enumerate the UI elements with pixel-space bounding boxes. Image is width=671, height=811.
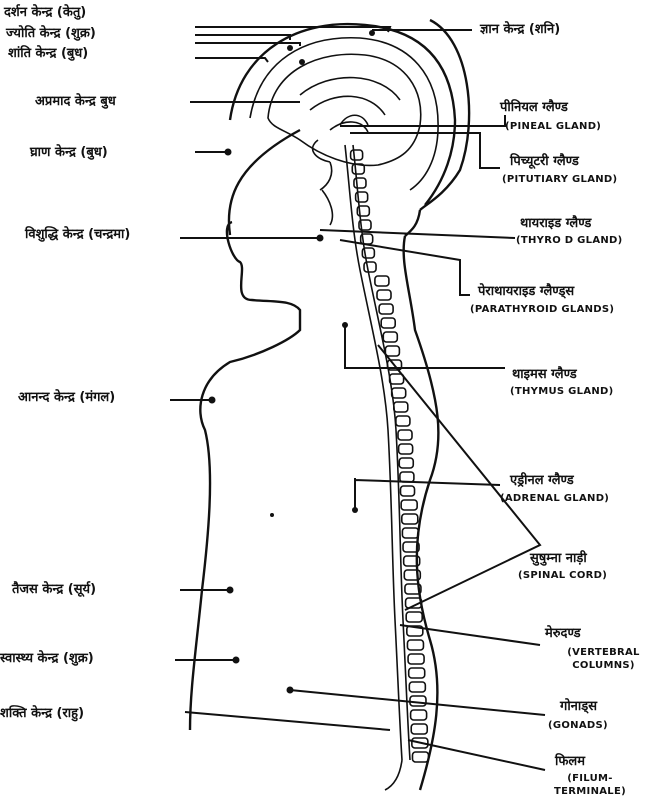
label-darshan-kendra: दर्शन केन्द्र (केतु) [4,6,86,19]
label-shanti-kendra: शांति केन्द्र (बुध) [8,47,88,60]
label-vertebral-hi: मेरुदण्ड [545,627,581,640]
label-vertebral-en: (VERTEBRAL COLUMNS) [546,647,661,672]
label-thyroid-hi: थायराइड ग्लैण्ड [520,217,591,230]
label-anand-kendra: आनन्द केन्द्र (मंगल) [18,391,115,404]
vertebra [385,346,399,356]
label-pineal-hi: पीनियल ग्लैण्ड [500,101,568,114]
vertebra [411,710,427,720]
vertebra [377,290,391,300]
vertebra [364,262,376,272]
vertebra [392,388,406,398]
vertebra [402,514,418,524]
vertebra [401,500,417,510]
label-adrenal-en: (ADRENAL GLAND) [500,494,609,504]
vertebra [351,150,363,160]
label-ghran-kendra: घ्राण केन्द्र (बुध) [30,146,108,159]
vertebra [402,528,418,538]
label-pineal-en: (PINEAL GLAND) [505,122,601,132]
spinal-cord [345,145,402,760]
face-detail [313,140,333,225]
vertebra [409,668,425,678]
label-apramad-kendra: अप्रमाद केन्द्र बुध [35,95,116,108]
label-jyoti-kendra: ज्योति केन्द्र (शुक्र) [6,27,96,40]
filum-tail [385,760,402,790]
label-adrenal-hi: एड्रीनल ग्लैण्ड [510,474,574,487]
vertebra [383,332,397,342]
label-pituitary-en: (PITUTIARY GLAND) [502,175,617,185]
label-parathyroid-hi: पेराथायराइड ग्लैण्ड्स [478,285,574,298]
vertebra [399,458,413,468]
label-gonads-hi: गोनाड्स [560,700,597,713]
label-vishuddhi-kendra: विशुद्धि केन्द्र (चन्द्रमा) [25,228,130,241]
vertebra [411,724,427,734]
skull-inner [250,38,438,190]
label-thymus-hi: थाइमस ग्लैण्ड [512,368,577,381]
vertebra [394,402,408,412]
label-swasthya-kendra: स्वास्थ्य केन्द्र (शुक्र) [0,652,94,665]
vertebra [375,276,389,286]
back-outline [404,236,439,790]
brain [268,54,421,165]
label-spinal-hi: सुषुम्ना नाड़ी [530,552,587,565]
vertebra [399,444,413,454]
label-parathyroid-en: (PARATHYROID GLANDS) [470,305,614,315]
label-gonads-en: (GONADS) [548,721,608,731]
vertebra [409,682,425,692]
vertebra [398,430,412,440]
vertebra [396,416,410,426]
label-filum-hi: फिलम [555,755,585,768]
vertebra [406,612,422,622]
label-thymus-en: (THYMUS GLAND) [510,387,614,397]
label-pituitary-hi: पिच्यूटरी ग्लैण्ड [510,155,579,168]
spinal-cord-2 [353,145,410,760]
label-taijas-kendra: तैजस केन्द्र (सूर्य) [12,583,96,596]
label-gyan-kendra: ज्ञान केन्द्र (शनि) [480,23,560,36]
label-spinal-en: (SPINAL CORD) [518,571,607,581]
connectors [170,27,545,770]
label-thyroid-en: (THYRO D GLAND) [516,236,623,246]
vertebra [407,640,423,650]
vertebra [408,654,424,664]
vertebra [379,304,393,314]
label-shakti-kendra: शक्ति केन्द्र (राहु) [0,707,84,720]
vertebra [400,472,414,482]
vertebra [401,486,415,496]
vertebra [381,318,395,328]
label-filum-en: (FILUM-TERMINALE) [540,772,640,798]
vertebra [412,752,428,762]
